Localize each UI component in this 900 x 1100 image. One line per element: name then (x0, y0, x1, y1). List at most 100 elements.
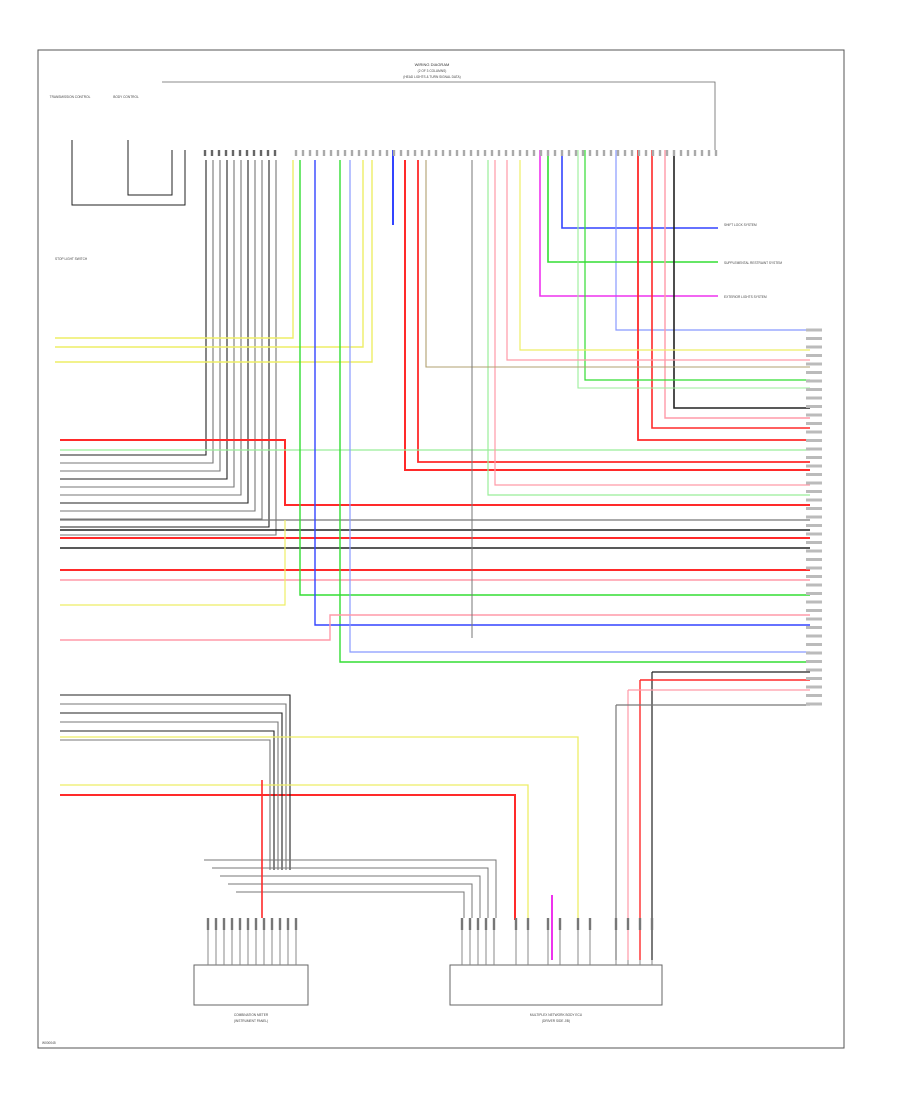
wire-45 (506, 160, 810, 361)
connector-pin (448, 150, 452, 156)
wire-73 (228, 883, 473, 918)
terminal-tick (806, 668, 822, 672)
connector-pin (350, 150, 354, 156)
wire-23 (417, 160, 810, 463)
wire-39 (584, 150, 810, 381)
terminal-tick (806, 422, 822, 425)
connector-pin (406, 150, 410, 156)
connector-pin (336, 150, 340, 156)
connector-pin (252, 150, 256, 156)
wire-19 (547, 150, 718, 263)
wire-48 (60, 520, 286, 606)
body-ecu-box (449, 964, 663, 1006)
connector-pin (468, 918, 472, 930)
wire-15 (55, 160, 373, 363)
connector-pin (301, 150, 305, 156)
terminal-tick (806, 685, 822, 689)
terminal-tick (806, 634, 822, 638)
connector-pin (626, 918, 630, 930)
connector-pin (539, 150, 543, 156)
wire-13 (55, 160, 294, 339)
connector-pin (644, 150, 648, 156)
connector-pin (385, 150, 389, 156)
wire-10 (60, 160, 263, 520)
connector-pin (371, 150, 375, 156)
wire-24 (637, 150, 810, 441)
terminal-tick (806, 507, 822, 510)
wire-30 (60, 794, 516, 920)
wire-12 (60, 160, 277, 536)
wire-56 (60, 736, 579, 925)
connector-pin (343, 150, 347, 156)
connector-pin (514, 918, 518, 930)
wire-47 (425, 160, 810, 368)
connector-pin (294, 150, 298, 156)
wire-36 (299, 160, 810, 596)
connector-pin (558, 918, 562, 930)
terminal-tick (806, 651, 822, 655)
connector-pin (476, 918, 480, 930)
terminal-ticks (806, 328, 822, 706)
component-transmission-control: TRANSMISSION CONTROL (50, 95, 91, 99)
wire-17 (561, 150, 718, 229)
terminal-tick (806, 566, 822, 570)
terminal-tick (806, 396, 822, 400)
wire-46 (519, 160, 810, 351)
connector-pin (315, 150, 319, 156)
wire-37 (339, 160, 810, 663)
connector-pin (497, 150, 501, 156)
wire-72 (220, 875, 481, 918)
terminal-tick (806, 532, 822, 536)
wire-74 (236, 891, 465, 918)
diagram-frame (37, 49, 845, 1049)
terminal-tick (806, 464, 822, 468)
terminal-tick (806, 592, 822, 595)
connector-pin (707, 150, 711, 156)
component-stop-light-switch: STOP LIGHT SWITCH (55, 257, 88, 261)
wire-38 (487, 160, 810, 496)
terminal-tick (806, 600, 822, 604)
wire-57 (60, 784, 529, 925)
combination-meter-title: COMBINATION METER (234, 1013, 269, 1017)
connector-pin (588, 150, 592, 156)
body-ecu-sub: (DRIVER SIDE J/B) (542, 1019, 570, 1023)
connector-pin (455, 150, 459, 156)
connector-pin (650, 918, 654, 930)
wire-8 (60, 160, 249, 504)
connector-pin (686, 150, 690, 156)
connector-pin (469, 150, 473, 156)
connector-pin (679, 150, 683, 156)
wire-31 (673, 150, 810, 409)
connector-pin (246, 918, 250, 930)
connector-pin (273, 150, 277, 156)
connector-pin (511, 150, 515, 156)
component-body-control: BODY CONTROL (113, 95, 139, 99)
connector-pin (224, 150, 228, 156)
connector-pin (238, 918, 242, 930)
connector-pin (210, 150, 214, 156)
connector-pin (203, 150, 207, 156)
diagram-code: W000045 (42, 1041, 56, 1045)
terminal-tick (806, 413, 822, 417)
connector-pin (614, 918, 618, 930)
connector-pin (553, 150, 557, 156)
terminal-tick (806, 515, 822, 519)
connector-pin (490, 150, 494, 156)
connector-pin (546, 918, 550, 930)
wire-70 (204, 859, 497, 918)
connector-pin (658, 150, 662, 156)
connector-pin (217, 150, 221, 156)
connector-pin (483, 150, 487, 156)
connector-pin (546, 150, 550, 156)
terminal-tick (806, 405, 822, 408)
connector-pin (308, 150, 312, 156)
connector-pins (203, 150, 718, 930)
terminal-tick (806, 643, 822, 646)
connector-pin (286, 918, 290, 930)
combination-meter-sub: (INSTRUMENT PANEL) (234, 1019, 268, 1023)
connector-pin (526, 918, 530, 930)
connector-pin (602, 150, 606, 156)
connector-pin (672, 150, 676, 156)
connector-pin (434, 150, 438, 156)
